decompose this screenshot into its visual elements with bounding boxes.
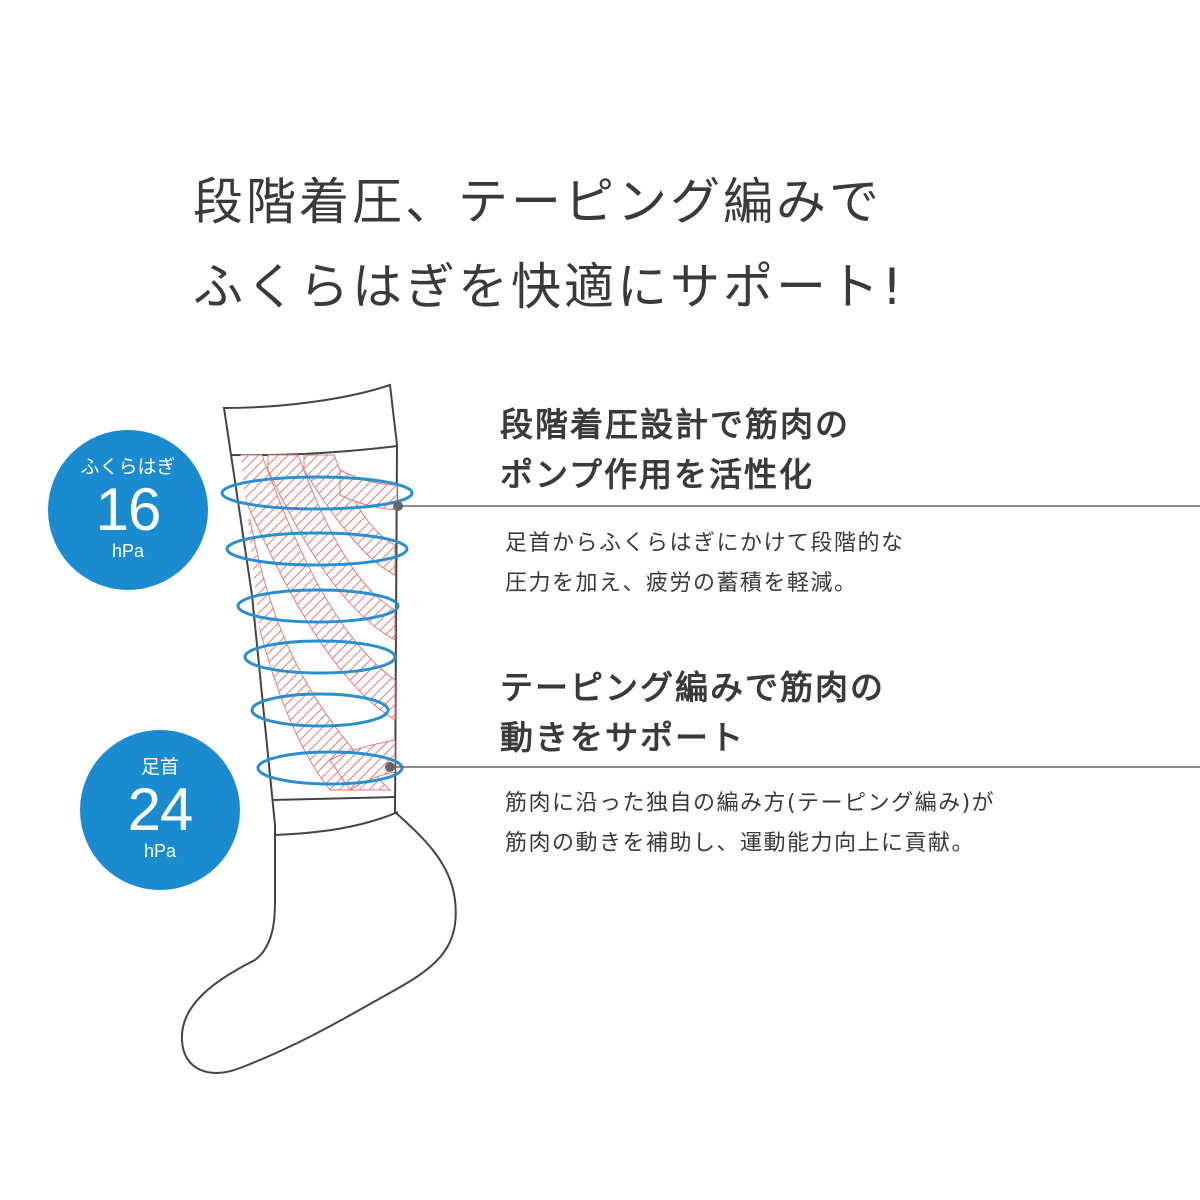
compression-ring-1 xyxy=(220,475,414,511)
badge-ankle-unit: hPa xyxy=(143,841,177,861)
feature-2-title: テーピング編みで筋肉の 動きをサポート xyxy=(500,663,885,763)
headline-line-1: 段階着圧、テーピング編みで xyxy=(193,173,882,231)
feature-2-desc-line-2: 筋肉の動きを補助し、運動能力向上に貢献。 xyxy=(505,831,976,856)
compression-ring-3 xyxy=(236,588,400,624)
badge-calf-value: 16 xyxy=(95,476,162,543)
badge-calf-unit: hPa xyxy=(111,541,145,561)
feature-2-desc-line-1: 筋肉に沿った独自の編み方(テーピング編み)が xyxy=(505,791,996,816)
badge-ankle-label: 足首 xyxy=(140,757,179,778)
leader-dot-1 xyxy=(393,501,403,511)
compression-ring-6 xyxy=(256,750,404,786)
feature-1-desc-line-2: 圧力を加え、疲労の蓄積を軽減。 xyxy=(505,571,858,596)
feature-2-description: 筋肉に沿った独自の編み方(テーピング編み)が 筋肉の動きを補助し、運動能力向上に… xyxy=(505,784,995,864)
sock-ankle-band-lower xyxy=(274,811,399,836)
feature-2-title-line-1: テーピング編みで筋肉の xyxy=(500,668,885,707)
taping-stripes xyxy=(240,454,397,791)
compression-rings xyxy=(220,475,414,786)
taping-stripe-6 xyxy=(329,739,396,791)
feature-1-description: 足首からふくらはぎにかけて段階的な 圧力を加え、疲労の蓄積を軽減。 xyxy=(505,524,905,604)
compression-ring-5 xyxy=(250,692,390,728)
taping-stripe-5 xyxy=(240,519,392,791)
feature-1-title-line-2: ポンプ作用を活性化 xyxy=(500,455,815,494)
badge-ankle-value: 24 xyxy=(127,776,194,843)
sock-ankle-band xyxy=(271,796,397,801)
taping-stripe-1 xyxy=(240,454,396,721)
headline-line-2: ふくらはぎを快適にサポート! xyxy=(193,258,906,316)
feature-1-desc-line-1: 足首からふくらはぎにかけて段階的な xyxy=(505,531,905,556)
leader-dot-2 xyxy=(385,762,395,772)
feature-1-title: 段階着圧設計で筋肉の ポンプ作用を活性化 xyxy=(500,400,850,500)
headline: 段階着圧、テーピング編みで ふくらはぎを快適にサポート! xyxy=(193,160,1093,330)
badge-calf-text: ふくらはぎ 16 hPa xyxy=(48,452,208,562)
feature-2-title-line-2: 動きをサポート xyxy=(500,718,745,757)
compression-ring-4 xyxy=(243,639,397,675)
badge-ankle-text: 足首 24 hPa xyxy=(80,752,240,862)
badge-calf-label: ふくらはぎ xyxy=(80,457,176,478)
pressure-badge-ankle xyxy=(80,730,240,890)
compression-ring-2 xyxy=(225,531,409,567)
pressure-badge-calf xyxy=(48,430,208,590)
feature-1-title-line-1: 段階着圧設計で筋肉の xyxy=(500,405,850,444)
